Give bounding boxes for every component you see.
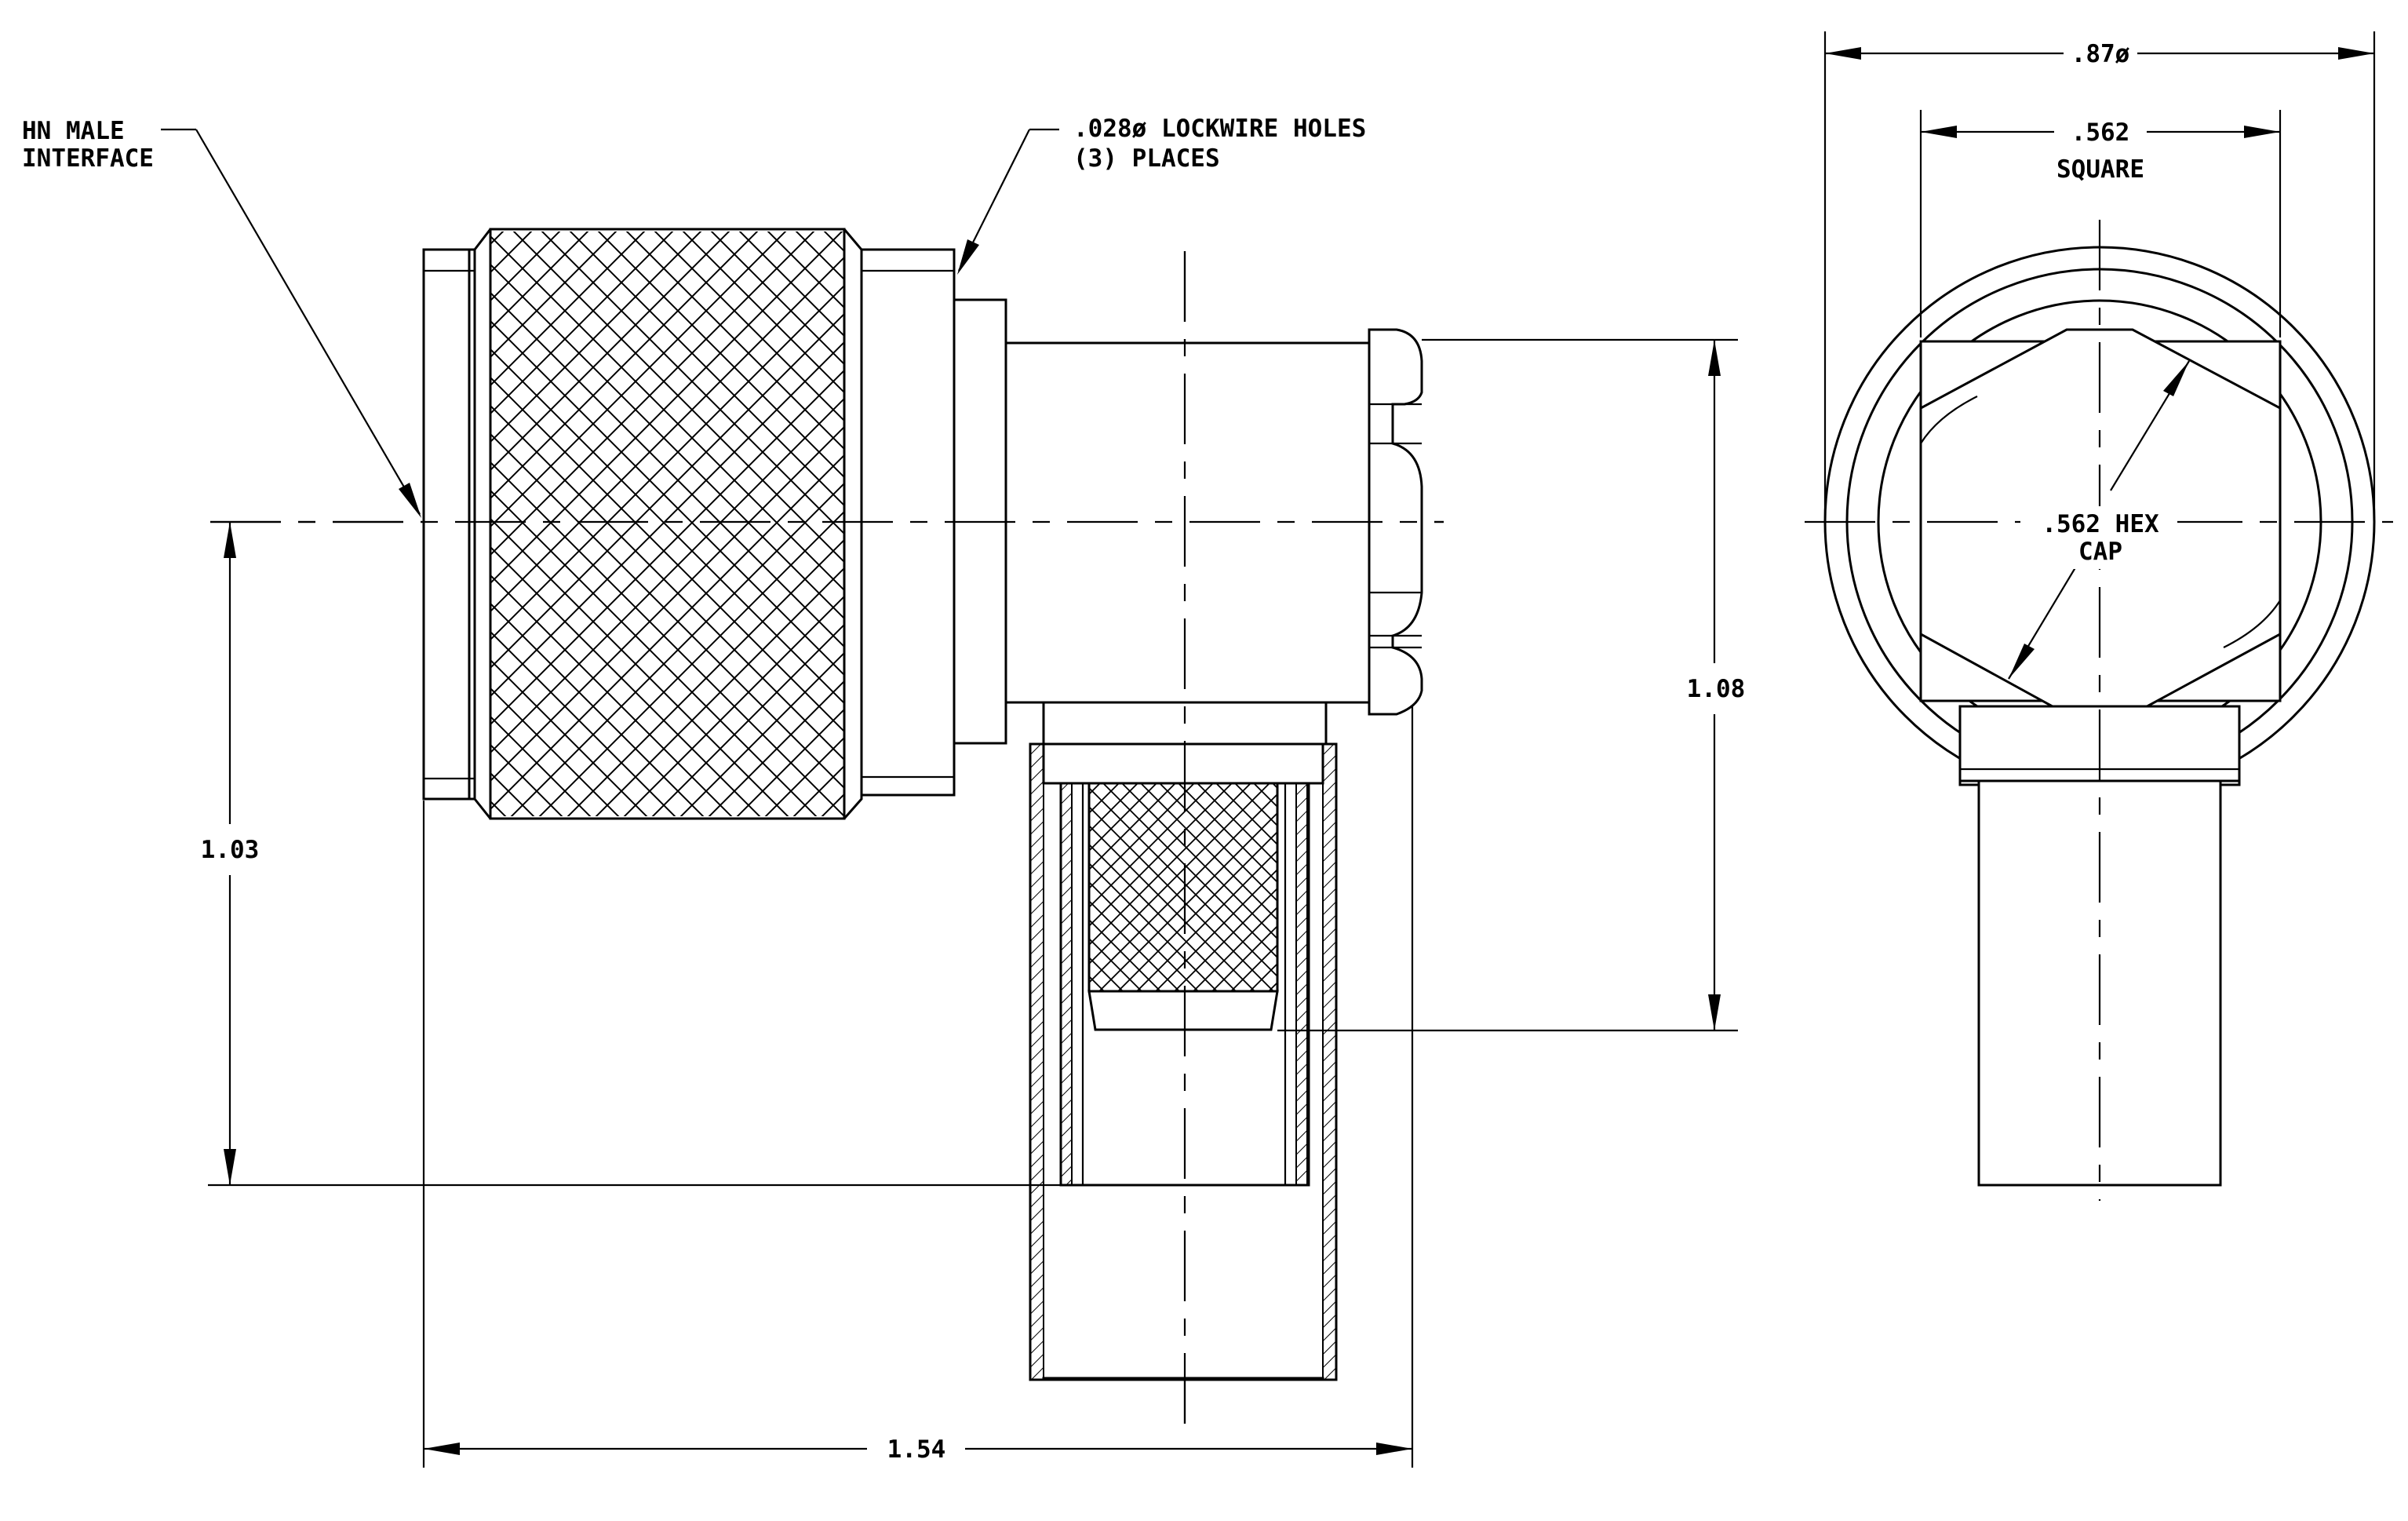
elbow-body (1004, 328, 1423, 716)
label-offset-dim: 1.03 (201, 836, 260, 864)
label-height-dim: 1.08 (1687, 675, 1746, 703)
leader-interface (161, 128, 421, 518)
label-interface-line1: HN MALE (22, 117, 125, 145)
dim-square (1921, 126, 2280, 138)
end-view (1805, 31, 2393, 1201)
leader-lockwire (957, 128, 1059, 275)
label-lockwire-line2: (3) PLACES (1073, 144, 1220, 173)
dim-offset (224, 522, 236, 1185)
label-length-dim: 1.54 (887, 1435, 946, 1464)
dim-outer-diameter (1825, 47, 2374, 60)
label-outer-diameter: .87ø (2071, 40, 2130, 68)
label-interface-line2: INTERFACE (22, 144, 154, 173)
label-hex-line2: CAP (2078, 538, 2122, 566)
knurled-coupling-nut (473, 228, 863, 820)
label-hex-line1: .562 HEX (2042, 510, 2159, 538)
label-square-word: SQUARE (2056, 155, 2144, 184)
label-lockwire-line1: .028ø LOCKWIRE HOLES (1073, 115, 1366, 143)
braided-cable-grip (1087, 782, 1279, 1031)
label-square-dim: .562 (2071, 119, 2130, 147)
dim-length (424, 1443, 1412, 1455)
side-view (208, 228, 1738, 1468)
dim-height (1708, 340, 1721, 1030)
